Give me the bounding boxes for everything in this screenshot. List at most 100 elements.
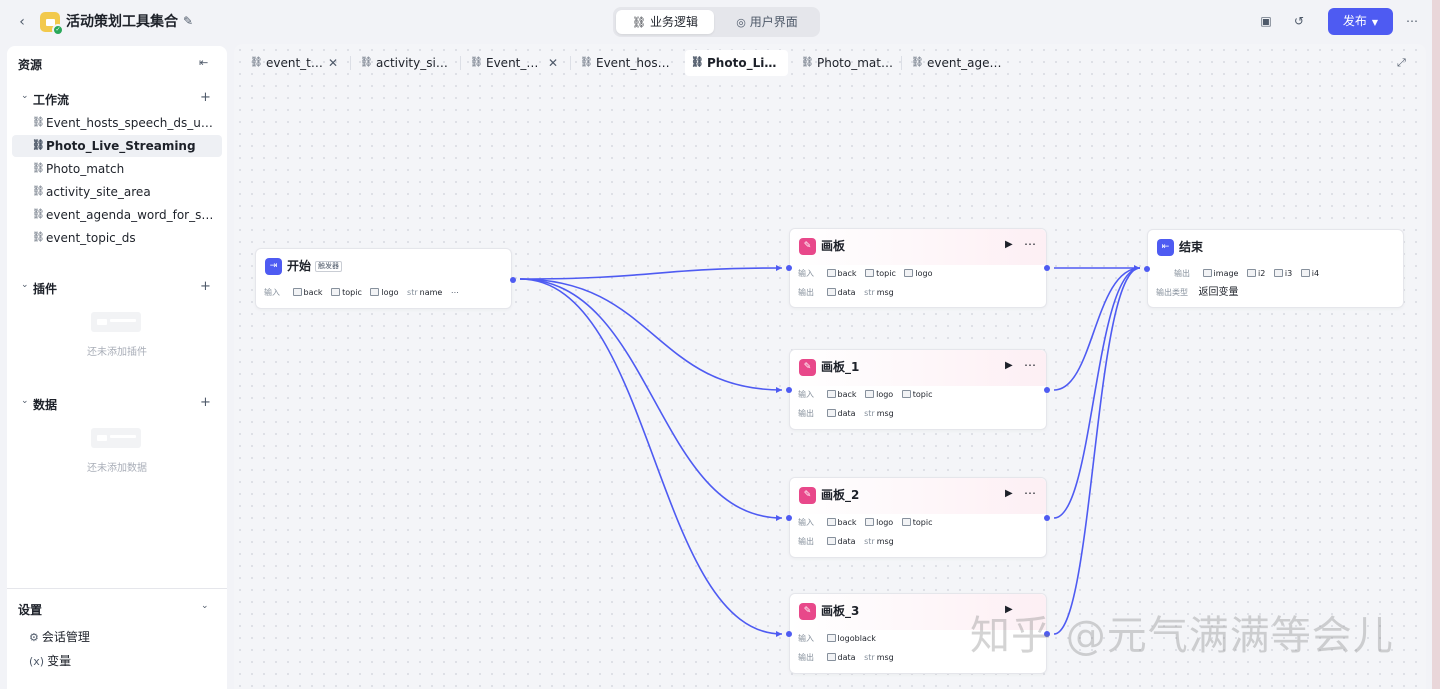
more-icon[interactable]: ⋯ <box>1406 14 1418 28</box>
image-type-icon <box>865 269 875 277</box>
tab-business-logic[interactable]: ⛓业务逻辑 <box>616 10 714 34</box>
sidebar-item-workflow[interactable]: ⛓event_agenda_word_for_speech <box>12 204 222 226</box>
edge-start-to-canvas <box>519 267 783 280</box>
empty-illustration <box>91 428 141 448</box>
image-type-icon <box>865 518 875 526</box>
sidebar-item-workflow[interactable]: ⛓Photo_match <box>12 158 222 180</box>
tab-photo-match[interactable]: ⛓ Photo_match <box>795 50 895 76</box>
expand-icon[interactable]: ⤢ <box>1397 56 1406 69</box>
add-workflow-icon[interactable]: + <box>200 90 211 105</box>
workflow-icon: ⛓ <box>470 57 483 68</box>
more-icon[interactable]: ⋯ <box>1024 358 1037 372</box>
run-icon[interactable]: ▶ <box>1005 360 1013 371</box>
output-port[interactable] <box>1044 387 1050 393</box>
back-icon[interactable]: ‹ <box>19 14 25 30</box>
output-type-value: 返回变量 <box>1198 287 1239 298</box>
input-port[interactable] <box>786 265 792 271</box>
add-plugin-icon[interactable]: + <box>200 279 211 294</box>
more-icon[interactable]: ⋯ <box>1024 486 1037 500</box>
param-chip: logo <box>904 267 932 281</box>
top-bar: ‹ ✓ 活动策划工具集合 ✎ ⛓业务逻辑 ◎用户界面 ▣ ↺ 发布▼ ⋯ <box>0 0 1440 44</box>
param-chip: data <box>826 407 856 421</box>
param-chip: logo <box>865 516 893 530</box>
plugin-section-header[interactable]: ⌄ 插件 + <box>21 279 211 296</box>
app-logo: ✓ <box>40 12 64 36</box>
workflow-icon: ⛓ <box>32 117 45 128</box>
publish-button[interactable]: 发布▼ <box>1328 8 1393 35</box>
page-scrollbar[interactable] <box>1432 0 1440 689</box>
image-type-icon <box>1273 269 1283 277</box>
close-icon[interactable]: ✕ <box>328 56 339 70</box>
output-port[interactable] <box>1044 515 1050 521</box>
sidebar-item-session-management[interactable]: ⚙会话管理 <box>29 630 90 644</box>
run-icon[interactable]: ▶ <box>1005 488 1013 499</box>
image-type-icon <box>904 269 914 277</box>
end-node[interactable]: ⇤ 结束 输出 image i2 i3 i4 输出类型 返回变量 <box>1144 229 1404 308</box>
palette-icon: ◎ <box>736 16 746 29</box>
input-port[interactable] <box>786 387 792 393</box>
edge-start-to-canvas2 <box>519 278 783 519</box>
archive-icon[interactable]: ▣ <box>1260 14 1272 28</box>
image-type-icon <box>826 537 836 545</box>
tab-photo-live-streaming[interactable]: ⛓ Photo_Live_Streaming <box>685 50 788 76</box>
history-icon[interactable]: ↺ <box>1293 14 1305 28</box>
canvas-node[interactable]: ✎ 画板_1 ▶ ⋯ 输入 back logo topic 输出 data st… <box>786 349 1050 430</box>
input-port[interactable] <box>786 515 792 521</box>
sidebar-item-variables[interactable]: (x)变量 <box>29 654 72 668</box>
workflow-canvas[interactable]: ⛓ event_topic_ds ✕ ⛓ activity_site_area … <box>234 44 1426 689</box>
tab-user-interface[interactable]: ◎用户界面 <box>736 15 798 29</box>
node-title: 画板_2 <box>821 488 860 502</box>
sidebar-item-workflow[interactable]: ⛓activity_site_area <box>12 181 222 203</box>
workflow-section-header[interactable]: ⌄ 工作流 + <box>21 90 211 107</box>
sidebar-item-workflow[interactable]: ⛓event_topic_ds <box>12 227 222 249</box>
param-chip: i2 <box>1247 267 1265 281</box>
edit-icon[interactable]: ✎ <box>182 14 194 28</box>
data-empty-text: 还未添加数据 <box>87 463 147 474</box>
chevron-down-icon: ⌄ <box>21 280 29 290</box>
param-chip: back <box>826 267 857 281</box>
tab-activity-site-area[interactable]: ⛓ activity_site_area <box>354 50 454 76</box>
image-type-icon <box>826 518 836 526</box>
param-chip: logoblack <box>826 632 876 646</box>
start-node-icon: ⇥ <box>265 258 282 275</box>
output-port[interactable] <box>1044 265 1050 271</box>
output-port[interactable] <box>510 277 516 283</box>
input-port[interactable] <box>786 631 792 637</box>
tab-event-hosts-speech[interactable]: ⛓ Event_hosts_speech_ds_upgrade <box>574 50 678 76</box>
output-port[interactable] <box>1044 631 1050 637</box>
run-icon[interactable]: ▶ <box>1005 239 1013 250</box>
variable-icon: (x) <box>29 655 45 668</box>
arrow-head <box>1134 265 1140 271</box>
collapse-sidebar-icon[interactable]: ⇤ <box>199 56 209 69</box>
chevron-down-icon: ▼ <box>1371 18 1379 27</box>
more-params-icon[interactable]: ⋯ <box>450 288 459 297</box>
chevron-down-icon: ⌄ <box>21 91 29 101</box>
tab-event-topic-ds[interactable]: ⛓ event_topic_ds ✕ <box>244 50 344 76</box>
run-icon[interactable]: ▶ <box>1005 604 1013 615</box>
close-icon[interactable]: ✕ <box>548 56 559 70</box>
add-data-icon[interactable]: + <box>200 395 211 410</box>
sidebar-item-workflow[interactable]: ⛓Event_hosts_speech_ds_upgrade <box>12 112 222 134</box>
input-port[interactable] <box>1144 266 1150 272</box>
tab-event-agenda[interactable]: ⛓ event_agenda_word_for_speech <box>905 50 1009 76</box>
param-chip: data <box>826 535 856 549</box>
settings-section-header[interactable]: 设置 ⌄ <box>18 601 209 617</box>
workflow-tabs: ⛓ event_topic_ds ✕ ⛓ activity_site_area … <box>234 44 1426 82</box>
param-chip: logo <box>370 286 398 300</box>
param-chip: image <box>1202 267 1238 281</box>
image-type-icon <box>865 390 875 398</box>
canvas-node[interactable]: ✎ 画板_2 ▶ ⋯ 输入 back logo topic 输出 data st… <box>786 477 1050 558</box>
sidebar-item-workflow[interactable]: ⛓Photo_Live_Streaming <box>12 135 222 157</box>
canvas-node-icon: ✎ <box>799 487 816 504</box>
more-icon[interactable]: ⋯ <box>1024 237 1037 251</box>
tab-event-hosts[interactable]: ⛓ Event_hosts ✕ <box>464 50 564 76</box>
data-section-header[interactable]: ⌄ 数据 + <box>21 395 211 412</box>
